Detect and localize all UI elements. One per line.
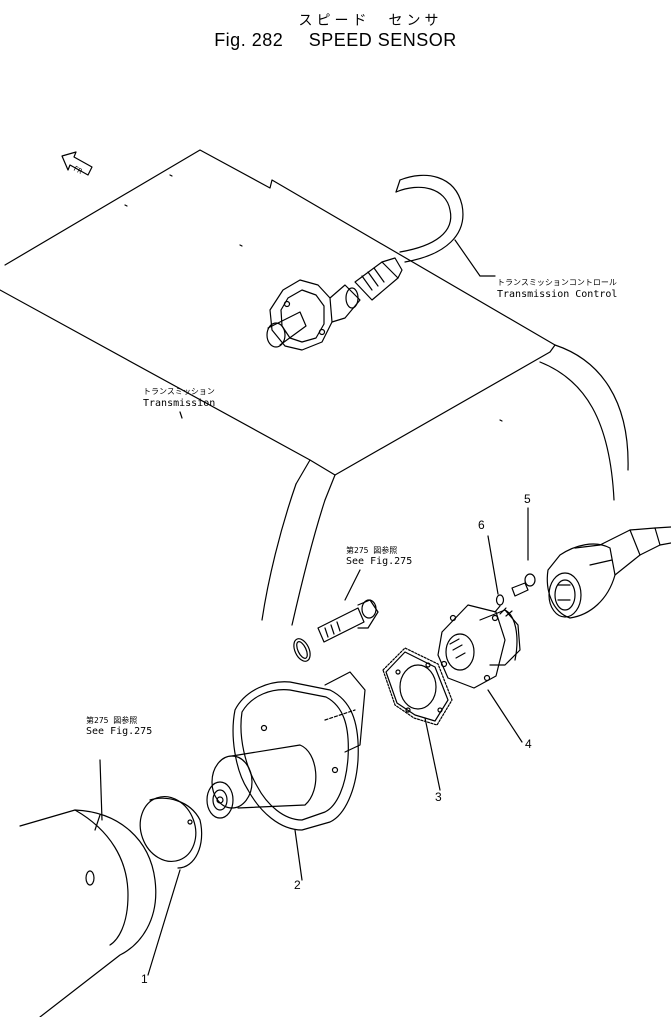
leader-line-control (454, 239, 496, 277)
callout-1: 1 (141, 972, 148, 986)
callout-4: 4 (525, 737, 532, 751)
part-2-sensor-body (206, 671, 366, 881)
part-3-gasket (382, 647, 453, 791)
label-transmission-control-jp: トランスミッションコントロール (497, 278, 617, 287)
leader-line-transmission (179, 411, 183, 419)
figure-title: Fig. 282 SPEED SENSOR (0, 30, 671, 51)
part-4-receptacle (437, 604, 523, 743)
title-japanese: スピード センサ (298, 13, 443, 29)
lower-housing (19, 759, 157, 1017)
part-6-washer (487, 535, 505, 606)
label-see-fig-housing-en: See Fig.275 (86, 726, 153, 737)
snap-ring (293, 638, 311, 662)
harness-connector (546, 526, 671, 619)
control-cable (395, 174, 464, 263)
callout-5: 5 (524, 492, 531, 506)
assembled-speed-sensor (266, 257, 403, 351)
part-5-screw (511, 507, 536, 597)
callout-2: 2 (294, 878, 301, 892)
transmission-housing (0, 149, 629, 626)
mounting-bolt-reference (317, 569, 379, 643)
part-1-plug (139, 796, 203, 976)
front-direction-arrow-icon: FR (61, 151, 93, 176)
figure-number: Fig. 282 (214, 30, 284, 50)
figure-name: SPEED SENSOR (308, 30, 457, 50)
callout-6: 6 (478, 518, 485, 532)
callout-3: 3 (435, 790, 442, 804)
label-transmission-en: Transmission (143, 398, 216, 409)
label-see-fig-housing-jp: 第275 図参照 (86, 716, 138, 725)
label-see-fig-bolt-jp: 第275 図参照 (346, 546, 398, 555)
label-see-fig-bolt-en: See Fig.275 (346, 556, 413, 567)
label-transmission-jp: トランスミッション (143, 387, 215, 396)
label-transmission-control-en: Transmission Control (497, 289, 618, 300)
front-arrow-label: FR (72, 165, 84, 176)
